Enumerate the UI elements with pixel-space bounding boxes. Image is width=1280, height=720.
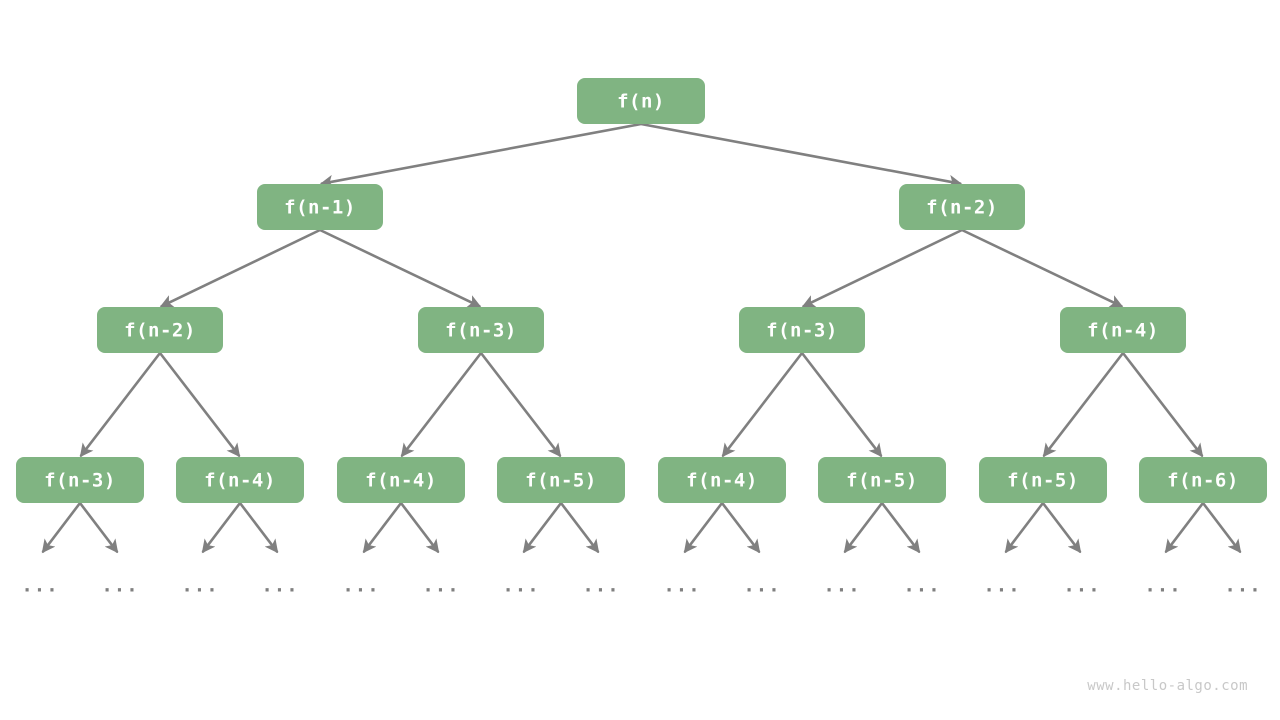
leaf-edge bbox=[1201, 502, 1242, 554]
node-box bbox=[1060, 307, 1186, 353]
node-label: f(n-3) bbox=[766, 320, 838, 342]
node-label: f(n-4) bbox=[686, 470, 758, 492]
tree-edge bbox=[319, 122, 642, 189]
tree-node[interactable]: f(n-4) bbox=[176, 457, 304, 503]
node-label: f(n-5) bbox=[525, 470, 597, 492]
tree-node[interactable]: f(n-1) bbox=[257, 184, 383, 230]
ellipsis-label: ... bbox=[823, 575, 860, 597]
node-label: f(n-3) bbox=[44, 470, 116, 492]
tree-node[interactable]: f(n-3) bbox=[418, 307, 544, 353]
node-box bbox=[899, 184, 1025, 230]
leaf-edge bbox=[683, 502, 724, 554]
node-label: f(n) bbox=[617, 91, 665, 113]
leaf-edge bbox=[880, 502, 921, 554]
leaf-edge bbox=[559, 502, 600, 554]
ellipsis-label: ... bbox=[502, 575, 539, 597]
tree-node[interactable]: f(n-3) bbox=[16, 457, 144, 503]
ellipsis-label: ... bbox=[342, 575, 379, 597]
leaf-edge bbox=[843, 502, 884, 554]
tree-edge bbox=[640, 122, 963, 189]
nodes-layer: f(n) f(n-1) f(n-2) f(n-2) f(n-3) f(n-3) f(n-4)… bbox=[16, 78, 1267, 503]
tree-edge bbox=[721, 352, 804, 458]
node-label: f(n-4) bbox=[204, 470, 276, 492]
node-box bbox=[577, 78, 705, 124]
ellipsis-label: ... bbox=[743, 575, 780, 597]
node-box bbox=[818, 457, 946, 503]
ellipsis-label: ... bbox=[1063, 575, 1100, 597]
tree-node[interactable]: f(n-3) bbox=[739, 307, 865, 353]
ellipsis-label: ... bbox=[261, 575, 298, 597]
edges-layer bbox=[79, 122, 1204, 458]
ellipsis-label: ... bbox=[21, 575, 58, 597]
watermark-label: www.hello-algo.com bbox=[1087, 678, 1248, 694]
leaf-edge bbox=[720, 502, 761, 554]
node-label: f(n-1) bbox=[284, 197, 356, 219]
ellipsis-label: ... bbox=[422, 575, 459, 597]
leaf-edge bbox=[238, 502, 279, 554]
leaf-edge bbox=[1164, 502, 1205, 554]
node-label: f(n-3) bbox=[445, 320, 517, 342]
leaf-edge bbox=[362, 502, 403, 554]
node-label: f(n-5) bbox=[846, 470, 918, 492]
leaf-edge bbox=[78, 502, 119, 554]
tree-node[interactable]: f(n-5) bbox=[979, 457, 1107, 503]
tree-edge bbox=[800, 352, 883, 458]
node-box bbox=[418, 307, 544, 353]
tree-edge bbox=[1042, 352, 1125, 458]
tree-edge bbox=[479, 352, 562, 458]
leaf-edge bbox=[201, 502, 242, 554]
node-box bbox=[16, 457, 144, 503]
ellipsis-label: ... bbox=[181, 575, 218, 597]
tree-edge bbox=[801, 228, 963, 308]
tree-node[interactable]: f(n) bbox=[577, 78, 705, 124]
node-box bbox=[257, 184, 383, 230]
ellipsis-label: ... bbox=[101, 575, 138, 597]
tree-node[interactable]: f(n-2) bbox=[97, 307, 223, 353]
tree-node[interactable]: f(n-6) bbox=[1139, 457, 1267, 503]
node-label: f(n-2) bbox=[926, 197, 998, 219]
tree-edge bbox=[319, 228, 482, 308]
node-label: f(n-4) bbox=[365, 470, 437, 492]
ellipsis-label: ... bbox=[1224, 575, 1261, 597]
node-box bbox=[979, 457, 1107, 503]
leaf-edge bbox=[1041, 502, 1082, 554]
node-box bbox=[97, 307, 223, 353]
node-label: f(n-4) bbox=[1087, 320, 1159, 342]
tree-node[interactable]: f(n-5) bbox=[818, 457, 946, 503]
node-box bbox=[658, 457, 786, 503]
leaf-edges-layer bbox=[41, 502, 1242, 554]
ellipsis-label: ... bbox=[663, 575, 700, 597]
node-label: f(n-6) bbox=[1167, 470, 1239, 492]
tree-edge bbox=[1121, 352, 1204, 458]
tree-edge bbox=[400, 352, 483, 458]
tree-edge bbox=[961, 228, 1124, 308]
tree-node[interactable]: f(n-2) bbox=[899, 184, 1025, 230]
tree-node[interactable]: f(n-5) bbox=[497, 457, 625, 503]
node-box bbox=[497, 457, 625, 503]
leaf-edge bbox=[1004, 502, 1045, 554]
ellipsis-label: ... bbox=[983, 575, 1020, 597]
node-label: f(n-2) bbox=[124, 320, 196, 342]
node-box bbox=[739, 307, 865, 353]
node-box bbox=[1139, 457, 1267, 503]
leaf-edge bbox=[41, 502, 82, 554]
ellipsis-label: ... bbox=[1144, 575, 1181, 597]
node-box bbox=[337, 457, 465, 503]
tree-edge bbox=[159, 228, 321, 308]
ellipsis-label: ... bbox=[582, 575, 619, 597]
node-box bbox=[176, 457, 304, 503]
ellipsis-label: ... bbox=[903, 575, 940, 597]
leaf-edge bbox=[399, 502, 440, 554]
tree-node[interactable]: f(n-4) bbox=[337, 457, 465, 503]
leaf-edge bbox=[522, 502, 563, 554]
tree-edge bbox=[158, 352, 241, 458]
ellipses-layer: ........................................… bbox=[21, 575, 1261, 597]
tree-edge bbox=[79, 352, 162, 458]
tree-node[interactable]: f(n-4) bbox=[1060, 307, 1186, 353]
node-label: f(n-5) bbox=[1007, 470, 1079, 492]
tree-node[interactable]: f(n-4) bbox=[658, 457, 786, 503]
